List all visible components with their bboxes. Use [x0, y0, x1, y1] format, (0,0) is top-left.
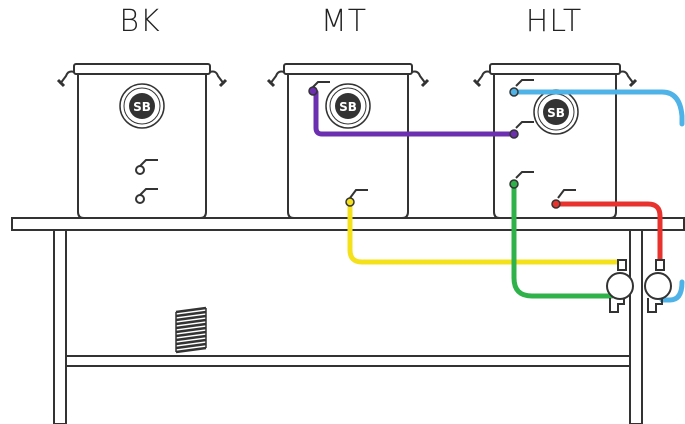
kettle-hlt-rim: [489, 63, 621, 75]
table-leg-left: [53, 229, 67, 424]
hlt-bottom-port: [551, 199, 561, 209]
kettle-hlt-logo: SB: [533, 89, 579, 135]
kettle-bk-valve-upper: [135, 159, 158, 175]
kettle-mt-logo: SB: [325, 83, 371, 129]
kettle-hlt-handle-left: [475, 70, 491, 85]
hose-green: [511, 183, 615, 299]
kettle-mt: SB: [266, 63, 430, 219]
kettle-hlt-valve-mid-handle: [515, 121, 534, 129]
kettle-bk-badge: SB: [133, 100, 151, 114]
mt-top-port: [308, 86, 318, 96]
hose-purple: [313, 89, 515, 137]
hlt-low-port: [509, 179, 519, 189]
kettle-label-hlt: HLT: [525, 4, 583, 39]
kettle-bk-handle-left: [59, 70, 75, 85]
kettle-mt-handle-right: [411, 70, 427, 85]
kettle-bk-rim: [73, 63, 211, 75]
kettle-hlt-badge: SB: [547, 106, 565, 120]
kettle-mt-badge: SB: [339, 100, 357, 114]
kettle-bk-logo: SB: [119, 83, 165, 129]
hose-blue-return: [659, 279, 685, 303]
kettle-label-bk: BK: [119, 4, 161, 39]
table-lower-shelf: [65, 355, 631, 367]
kettle-hlt-handle-right: [619, 70, 635, 85]
kettle-bk-handle-right: [209, 70, 225, 85]
table-leg-right: [629, 229, 643, 424]
kettle-hlt-valve-low-handle: [515, 171, 534, 179]
kettle-mt-valve-bottom-handle: [349, 189, 368, 199]
hose-blue: [513, 89, 685, 127]
mt-bottom-port: [345, 197, 355, 207]
kettle-mt-valve-top-handle: [311, 81, 330, 89]
kettle-bk: SB: [56, 63, 228, 219]
hose-yellow: [347, 201, 625, 265]
kettle-mt-handle-left: [269, 70, 285, 85]
kettle-hlt: SB: [472, 63, 638, 219]
kettle-label-mt: MT: [320, 4, 368, 39]
pump-right: [644, 259, 672, 313]
kettle-mt-rim: [283, 63, 413, 75]
kettle-bk-valve-lower: [135, 188, 158, 204]
pump-left: [606, 259, 634, 313]
hose-red: [555, 201, 663, 271]
hlt-mid-port: [509, 129, 519, 139]
kettle-hlt-valve-bottom-handle: [557, 189, 576, 199]
wort-chiller-coil: [175, 306, 207, 354]
hlt-top-port: [509, 87, 519, 97]
kettle-hlt-valve-top-handle: [515, 79, 534, 87]
